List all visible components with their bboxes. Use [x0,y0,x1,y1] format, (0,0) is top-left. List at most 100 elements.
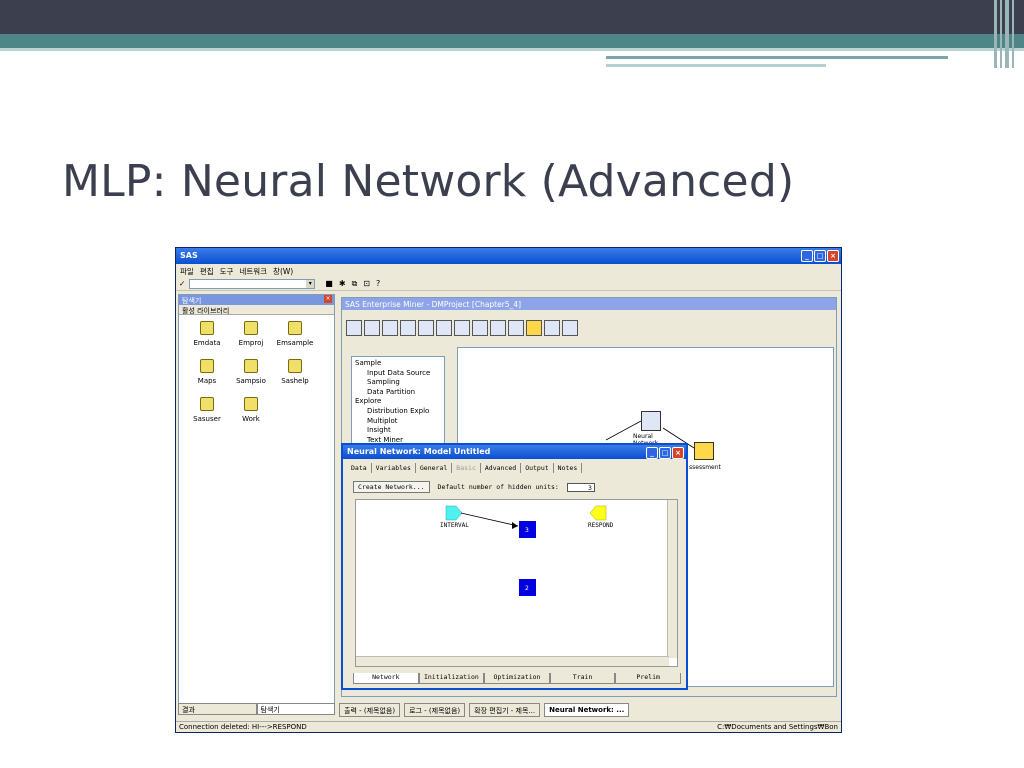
menu-edit[interactable]: 편집 [199,267,214,276]
maximize-button[interactable]: □ [659,447,671,459]
tab-network[interactable]: Network [353,673,419,684]
tab-output[interactable]: Output [521,463,554,473]
library-item[interactable]: Maps [185,359,229,385]
close-button[interactable]: × [672,447,684,459]
tree-folder[interactable]: Explore [355,397,382,406]
regression-node-icon[interactable] [454,320,470,336]
library-item[interactable]: Work [229,397,273,423]
neural-network-node[interactable] [641,411,661,431]
export-icon[interactable]: ⊡ [363,278,370,288]
library-label: Work [242,415,260,423]
explorer-subtitle: 활성 라이브러리 [179,305,334,315]
taskbar-output[interactable]: 출력 - (제목없음) [339,703,401,717]
close-button[interactable]: × [827,250,839,262]
window-icon[interactable]: ⧉ [351,278,358,288]
network-diagram [445,505,607,596]
tab-notes[interactable]: Notes [554,463,583,473]
library-icon [244,359,258,373]
tab-data[interactable]: Data [347,463,372,473]
close-icon[interactable]: × [324,295,332,303]
status-path: C:₩Documents and Settings₩Bon [717,723,838,731]
header-band-teal [0,34,1024,48]
create-network-button[interactable]: Create Network... [353,481,430,493]
input-node-shape [445,505,463,521]
tree-item[interactable]: Multiplot [367,416,398,425]
variable-node-icon[interactable] [436,320,452,336]
dollar-icon[interactable] [526,320,542,336]
library-icon [288,321,302,335]
tab-variables[interactable]: Variables [372,463,416,473]
network-canvas[interactable]: INTERVAL RESPOND 3 2 [355,499,678,667]
taskbar-neural-network[interactable]: Neural Network: ... [544,703,630,717]
library-item[interactable]: Emsample [273,321,317,347]
input-node-label: INTERVAL [440,522,469,529]
command-box[interactable]: ▾ [189,278,316,289]
assessment-node-icon[interactable] [508,320,524,336]
minimize-button[interactable]: _ [646,447,658,459]
library-item[interactable]: Sashelp [273,359,317,385]
report-node-icon[interactable] [544,320,560,336]
hidden-units-field[interactable]: 3 [566,482,595,492]
neural-node-icon[interactable] [490,320,506,336]
tab-initialization[interactable]: Initialization [418,673,485,684]
output-node-label: RESPOND [588,522,614,529]
save-icon[interactable]: ■ [325,278,333,288]
assessment-node[interactable] [694,442,714,460]
tree-item[interactable]: Insight [367,426,391,435]
tab-optimization[interactable]: Optimization [484,673,550,684]
tree-node-icon[interactable] [472,320,488,336]
library-item[interactable]: Emproj [229,321,273,347]
library-label: Sampsio [236,377,266,385]
partition-node-icon[interactable] [382,320,398,336]
tab-basic[interactable]: Basic [452,463,481,473]
tree-item[interactable]: Sampling [367,378,400,387]
checkmark-icon[interactable]: ✓ [179,279,186,288]
tab-explorer[interactable]: 탐색기 [256,703,335,715]
taskbar-editor[interactable]: 확장 편집기 - 제목... [469,703,541,717]
header-rule [606,56,948,59]
tab-results[interactable]: 결과 [178,703,257,715]
menu-file[interactable]: 파일 [180,267,194,276]
library-item[interactable]: Sasuser [185,397,229,423]
tab-general[interactable]: General [416,463,453,473]
menu-window[interactable]: 창(W) [273,267,294,276]
filter-node-icon[interactable] [400,320,416,336]
horizontal-scrollbar[interactable] [356,656,669,666]
status-message: Connection deleted: HI--->RESPOND [179,723,307,731]
input-node-icon[interactable] [346,320,362,336]
nn-title: Neural Network: Model Untitled [347,447,491,456]
library-item[interactable]: Sampsio [229,359,273,385]
minimize-button[interactable]: _ [801,250,813,262]
hidden-node-label: 3 [525,527,529,534]
menu-tools[interactable]: 도구 [219,267,234,276]
tree-item[interactable]: Input Data Source [367,368,431,377]
transform-node-icon[interactable] [418,320,434,336]
hidden-units-label: Default number of hidden units: [437,483,559,491]
explorer-panel: 탐색기 × 활성 라이브러리 Emdata Emproj Emsample Ma… [178,294,335,714]
maximize-button[interactable]: □ [814,250,826,262]
menu-network[interactable]: 네트워크 [239,267,268,276]
taskbar-log[interactable]: 로그 - (제목없음) [404,703,466,717]
window-controls: _ □ × [801,250,839,262]
diagram-arrows [605,420,695,449]
help-icon[interactable]: ? [375,278,381,288]
sampling-node-icon[interactable] [364,320,380,336]
tree-item[interactable]: Distribution Explo [367,406,430,415]
score-node-icon[interactable] [562,320,578,336]
vertical-scrollbar[interactable] [667,500,677,658]
tab-advanced[interactable]: Advanced [481,463,522,473]
tree-item[interactable]: Data Partition [367,387,416,396]
run-icon[interactable]: ✱ [338,278,346,288]
library-label: Maps [197,377,217,385]
chevron-down-icon[interactable]: ▾ [306,279,315,288]
sas-taskbar: 출력 - (제목없음) 로그 - (제목없음) 확장 편집기 - 제목... N… [339,703,841,717]
header-band-dark [0,0,1024,34]
library-label: Emdata [193,339,221,347]
tab-train[interactable]: Train [549,673,616,684]
tree-folder[interactable]: Sample [355,359,382,367]
tab-prelim[interactable]: Prelim [615,673,681,684]
nn-window-controls: _ □ × [646,447,684,459]
tree-item[interactable]: Text Miner [367,435,403,444]
library-label: Sashelp [281,377,309,385]
library-item[interactable]: Emdata [185,321,229,347]
